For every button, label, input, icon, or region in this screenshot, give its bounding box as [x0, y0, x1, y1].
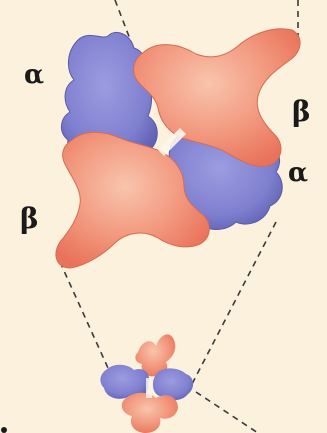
alpha-label-lower-right: α: [288, 160, 308, 186]
beta-subunit-upper-right: [134, 29, 300, 166]
zoom-line-bottom-left: [60, 262, 108, 368]
bottom-left-mark: [1, 427, 7, 433]
beta-label-upper-right: β: [292, 98, 311, 126]
small-beta-bottom: [122, 393, 178, 433]
zoom-line-lower-right: [196, 392, 258, 433]
small-hemoglobin-molecule: [100, 334, 193, 433]
alpha-label-upper-left: α: [24, 62, 44, 88]
beta-label-lower-left: β: [20, 205, 39, 233]
small-central-gap: [146, 378, 152, 398]
small-alpha-right: [153, 368, 193, 400]
zoom-line-bottom-right: [192, 222, 276, 384]
